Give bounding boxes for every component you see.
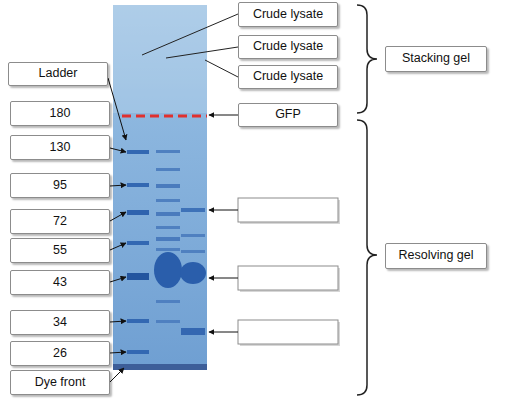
ladder-band xyxy=(127,241,149,245)
label-box: 130 xyxy=(10,135,110,160)
protein-band xyxy=(181,208,205,212)
box-label: Crude lysate xyxy=(253,8,323,22)
label-box: Resolving gel xyxy=(385,243,487,269)
protein-band xyxy=(156,248,180,251)
label-box: Dye front xyxy=(10,370,110,395)
ladder-band xyxy=(127,273,149,280)
box-label: 180 xyxy=(50,107,71,121)
protein-band xyxy=(156,226,180,229)
box-label: 72 xyxy=(53,215,67,229)
label-box: GFP xyxy=(238,103,338,127)
box-label: 95 xyxy=(53,179,67,193)
leader-arrow xyxy=(110,321,126,322)
ladder-band xyxy=(127,183,149,187)
box-label: 130 xyxy=(50,141,71,155)
dye-front-band xyxy=(113,364,207,370)
label-box: Crude lysate xyxy=(238,35,338,59)
box-label: 26 xyxy=(53,347,67,361)
ladder-band xyxy=(127,150,149,154)
leader-arrow xyxy=(108,78,126,140)
protein-band xyxy=(156,320,180,323)
protein-band xyxy=(181,234,205,237)
protein-band xyxy=(156,199,180,202)
ladder-band xyxy=(127,210,149,215)
label-box: 180 xyxy=(10,101,110,126)
box-label: Resolving gel xyxy=(398,249,473,263)
box-label: 55 xyxy=(53,244,67,258)
box-label: 34 xyxy=(53,316,67,330)
box-label: GFP xyxy=(275,108,301,122)
blank-box xyxy=(238,198,338,222)
box-label: 43 xyxy=(53,276,67,290)
leader-arrow xyxy=(110,148,126,152)
leader-arrow xyxy=(209,115,238,116)
box-label: Dye front xyxy=(35,376,86,390)
leader-arrow xyxy=(110,277,126,282)
protein-band xyxy=(181,250,205,253)
label-box: Crude lysate xyxy=(238,65,338,89)
ladder-band xyxy=(127,350,149,354)
protein-blob xyxy=(180,262,206,284)
curly-brace xyxy=(357,5,377,113)
label-box: 26 xyxy=(10,341,110,366)
label-box: 34 xyxy=(10,310,110,335)
leader-line xyxy=(205,60,238,77)
blank-box xyxy=(238,266,338,290)
curly-brace xyxy=(357,120,377,395)
label-box: Ladder xyxy=(8,62,108,86)
leader-arrow xyxy=(110,352,126,353)
blank-box xyxy=(238,320,338,344)
leader-line xyxy=(166,47,238,58)
box-label: Stacking gel xyxy=(402,52,470,66)
ladder-band xyxy=(127,319,149,323)
label-box: 43 xyxy=(10,270,110,295)
leader-arrow xyxy=(110,368,124,382)
protein-band xyxy=(156,212,180,216)
gel-slab xyxy=(113,5,207,370)
leader-arrow xyxy=(209,332,238,333)
box-label: Crude lysate xyxy=(253,40,323,54)
box-label: Ladder xyxy=(39,67,78,81)
leader-arrow xyxy=(209,278,238,279)
leader-arrow xyxy=(110,243,126,250)
label-box: Crude lysate xyxy=(238,2,338,27)
protein-band xyxy=(156,237,180,241)
protein-band xyxy=(181,328,205,335)
protein-band xyxy=(156,300,180,303)
protein-band xyxy=(156,150,180,153)
box-label: Crude lysate xyxy=(253,70,323,84)
label-box: Stacking gel xyxy=(385,46,487,72)
protein-blob xyxy=(154,252,182,288)
gfp-line xyxy=(122,115,207,118)
label-box: 72 xyxy=(10,209,110,234)
leader-arrow xyxy=(209,210,238,211)
leader-arrow xyxy=(110,185,126,186)
leader-arrow xyxy=(110,212,126,221)
protein-band xyxy=(156,184,180,188)
label-box: 95 xyxy=(10,173,110,198)
label-box: 55 xyxy=(10,238,110,263)
stacking-region xyxy=(113,5,207,113)
protein-band xyxy=(156,168,180,171)
